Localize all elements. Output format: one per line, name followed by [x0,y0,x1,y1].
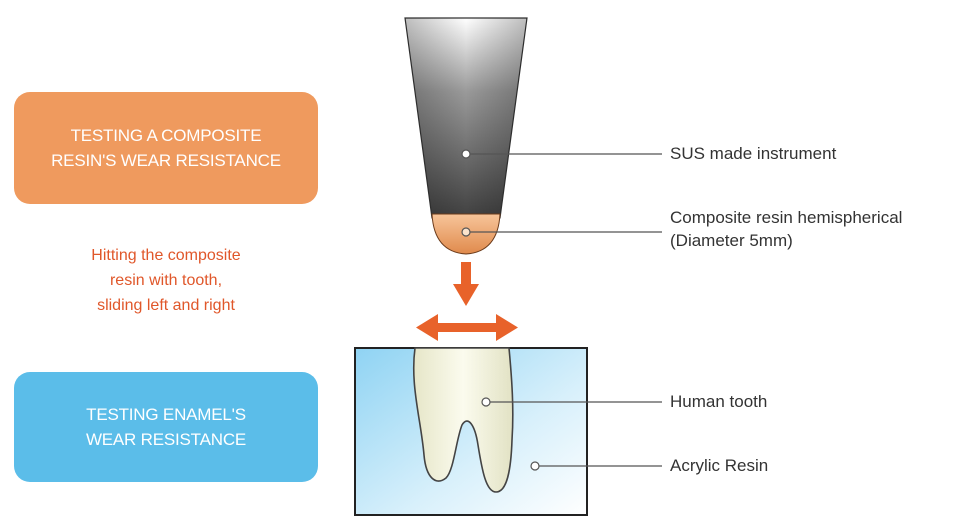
resin-label-line-2: (Diameter 5mm) [670,230,902,253]
sus-instrument [405,18,527,227]
tooth-label: Human tooth [670,391,767,414]
acrylic-label: Acrylic Resin [670,455,768,478]
down-arrow-icon [453,262,479,306]
instrument-label: SUS made instrument [670,143,836,166]
resin-label: Composite resin hemispherical (Diameter … [670,207,902,253]
left-right-arrow-icon [416,314,518,341]
resin-label-line-1: Composite resin hemispherical [670,207,902,230]
